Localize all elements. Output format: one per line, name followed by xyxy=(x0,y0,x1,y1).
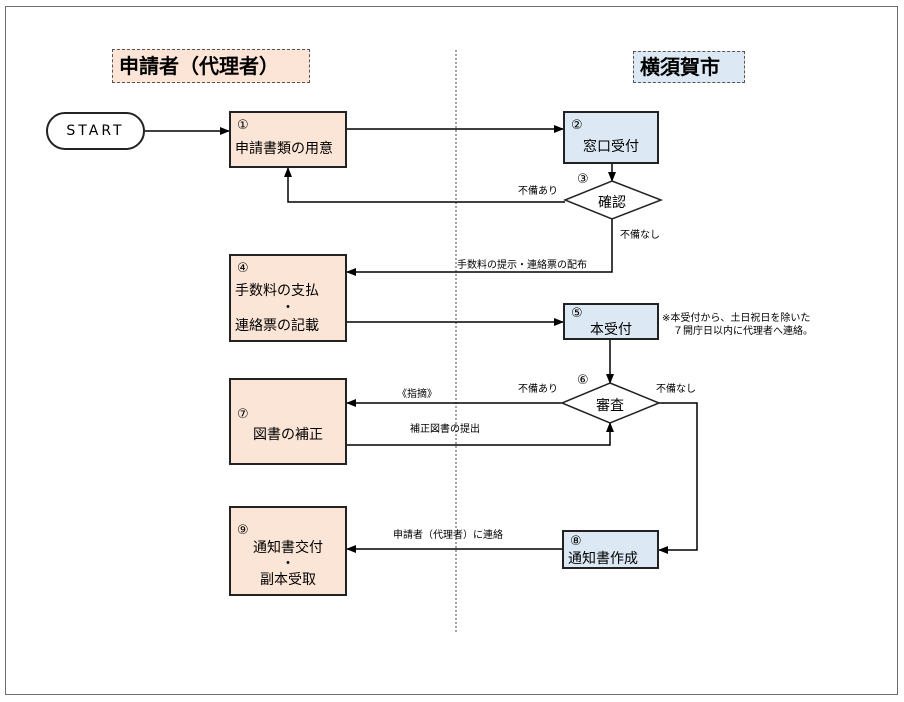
edge-label-contact: 申請者（代理者）に連絡 xyxy=(393,530,503,541)
step-label: 図書の補正 xyxy=(253,427,323,443)
step-label-line1: 手数料の支払 xyxy=(235,283,319,299)
edge-label-shiteki: 《指摘》 xyxy=(397,389,437,400)
step-label: 申請書類の用意 xyxy=(235,141,333,157)
step-label: 本受付 xyxy=(590,322,632,338)
step-label: 窓口受付 xyxy=(583,139,639,155)
decision-6-label: 審査 xyxy=(596,398,624,414)
step-label-line2: 副本受取 xyxy=(260,572,316,588)
decision-3-shape xyxy=(562,180,664,220)
step-1-prepare-documents: ① 申請書類の用意 xyxy=(229,111,347,168)
arrow-6-to-8 xyxy=(658,402,698,554)
start-terminal: START xyxy=(46,112,145,150)
lane-title-applicant: 申請者（代理者） xyxy=(112,49,310,83)
edge-label-fubi-nashi-1: 不備なし xyxy=(620,230,660,241)
step-number: ⑦ xyxy=(237,407,249,422)
step-label-dot: ・ xyxy=(281,556,295,572)
arrow-3-to-4 xyxy=(346,219,613,276)
step-label-line2: 連絡票の記載 xyxy=(235,318,319,334)
arrow-7-to-6 xyxy=(347,422,614,446)
decision-3-number: ③ xyxy=(577,172,589,187)
step-label: 通知書作成 xyxy=(568,551,638,567)
step-4-fee-payment: ④ 手数料の支払 ・ 連絡票の記載 xyxy=(229,254,347,342)
edge-label-hosei-submit: 補正図書の提出 xyxy=(410,424,480,435)
edge-label-fubi-ari-1: 不備あり xyxy=(518,186,558,197)
step-number: ① xyxy=(237,118,249,133)
decision-3-label: 確認 xyxy=(598,195,626,211)
step-number: ⑧ xyxy=(570,534,582,549)
step-label-line1: 通知書交付 xyxy=(253,540,323,556)
diagram-frame xyxy=(5,6,898,695)
lane-title-city: 横須賀市 xyxy=(633,51,745,83)
edge-label-fee-notice: 手数料の提示・連絡票の配布 xyxy=(457,260,587,271)
edge-label-fubi-nashi-2: 不備なし xyxy=(656,384,696,395)
step-label-dot: ・ xyxy=(281,300,295,316)
step-5-main-reception: ⑤ 本受付 xyxy=(563,303,659,340)
step-9-notice-delivery: ⑨ 通知書交付 ・ 副本受取 xyxy=(229,506,347,596)
note-line-1: ※本受付から、土日祝日を除いた xyxy=(662,313,811,324)
arrow-3-to-1 xyxy=(284,167,565,203)
step-number: ⑨ xyxy=(237,523,249,538)
step-8-notice-preparation: ⑧ 通知書作成 xyxy=(562,530,659,569)
edge-label-fubi-ari-2: 不備あり xyxy=(518,384,558,395)
decision-6-shape xyxy=(560,382,661,424)
step-2-counter-reception: ② 窓口受付 xyxy=(563,111,659,164)
decision-6-number: ⑥ xyxy=(577,373,589,388)
note-line-2: ７開庁日以内に代理者へ連絡。 xyxy=(673,326,813,337)
step-number: ⑤ xyxy=(571,306,583,321)
step-number: ② xyxy=(571,118,583,133)
step-number: ④ xyxy=(237,261,249,276)
step-7-document-correction: ⑦ 図書の補正 xyxy=(229,378,347,465)
